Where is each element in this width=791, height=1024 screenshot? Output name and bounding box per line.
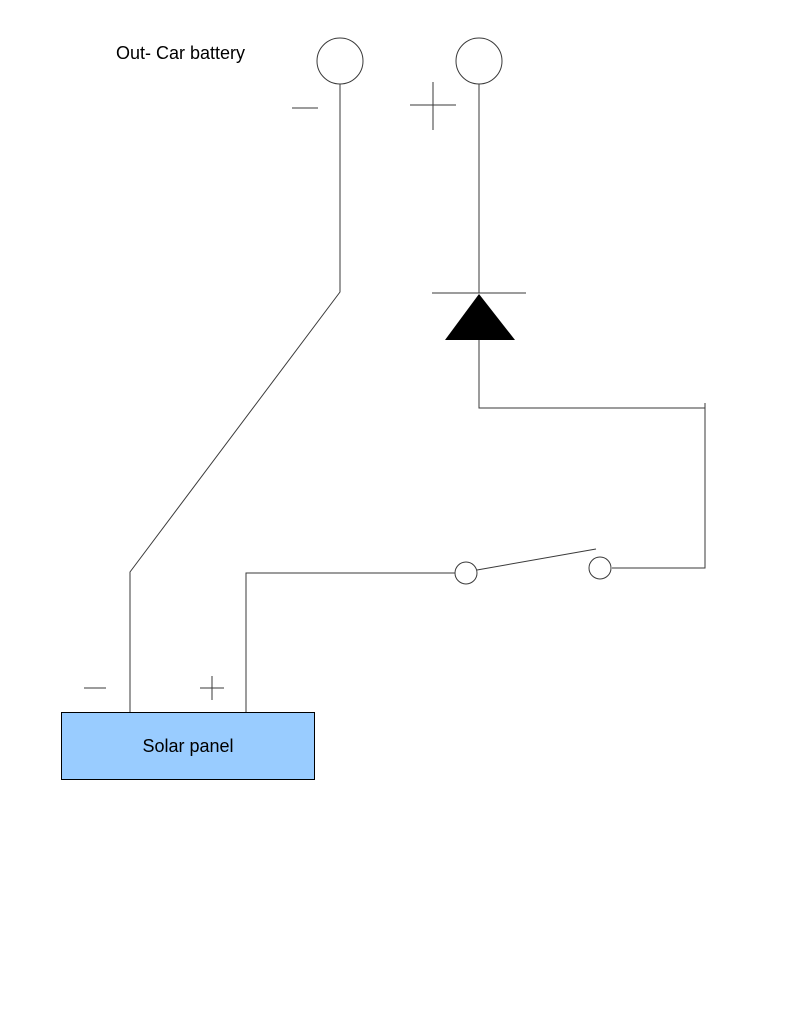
negative-wire xyxy=(129,84,341,712)
positive-wire-lower xyxy=(245,572,455,712)
switch-right-contact xyxy=(588,556,612,580)
positive-wire-middle xyxy=(478,340,706,569)
output-label: Out- Car battery xyxy=(116,43,246,63)
output-positive-terminal xyxy=(455,37,503,85)
switch-lever xyxy=(476,548,597,571)
switch xyxy=(454,548,612,585)
solar-panel-label: Solar panel xyxy=(142,735,234,756)
output-negative-terminal xyxy=(316,37,364,85)
output-plus-sign xyxy=(410,82,456,130)
diode-triangle xyxy=(445,294,515,340)
switch-left-contact xyxy=(454,561,478,585)
diode xyxy=(432,292,526,340)
panel-plus-sign xyxy=(200,676,224,700)
solar-panel: Solar panel xyxy=(61,712,315,780)
